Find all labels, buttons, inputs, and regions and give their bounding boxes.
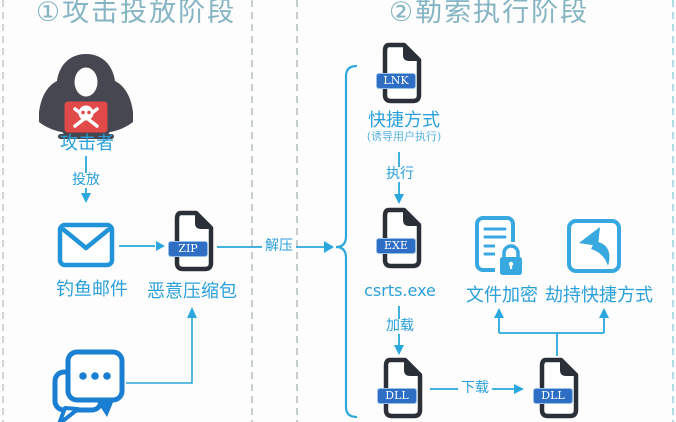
email-label: 钓鱼邮件 <box>56 279 128 300</box>
file-encrypt-icon <box>474 215 528 285</box>
arrowhead-chat-zip <box>187 307 197 318</box>
dll1-badge: DLL <box>377 388 417 404</box>
connector-dll2-split <box>498 318 605 356</box>
hijack-label: 劫持快捷方式 <box>545 285 653 306</box>
chat-icon <box>50 346 132 422</box>
execute-label: 执行 <box>383 166 417 183</box>
arrowhead-to-hijack <box>599 308 609 318</box>
arrowhead-exe-dll <box>394 345 404 355</box>
lnk-sublabel: (诱导用户执行) <box>366 130 442 143</box>
arrowhead-lnk-exe <box>394 194 404 204</box>
load-label: 加载 <box>383 318 417 335</box>
lnk-badge: LNK <box>376 73 416 89</box>
lnk-file-icon: LNK <box>376 42 422 104</box>
group-brace <box>335 64 358 419</box>
dll1-file-icon: DLL <box>377 357 423 419</box>
connector-chat-zip <box>126 318 193 384</box>
arrowhead-attacker-email <box>81 193 91 203</box>
email-icon <box>57 222 115 272</box>
phase1-title: ①攻击投放阶段 <box>35 0 237 28</box>
phase2-title: ②勒索执行阶段 <box>388 0 590 28</box>
zip-file-icon: ZIP <box>168 210 214 272</box>
exe-file-icon: EXE <box>376 207 422 269</box>
dll2-badge: DLL <box>533 388 573 404</box>
encrypt-label: 文件加密 <box>466 285 538 306</box>
zip-label: 恶意压缩包 <box>147 281 237 302</box>
hijack-shortcut-icon <box>566 216 624 282</box>
attacker-label: 攻击者 <box>60 133 114 154</box>
download-label: 下载 <box>458 380 492 397</box>
arrowhead-to-encrypt <box>494 308 504 318</box>
exe-label: csrts.exe <box>364 281 436 300</box>
exe-badge: EXE <box>376 238 416 254</box>
arrowhead-download <box>514 384 524 394</box>
arrowhead-email-zip <box>156 241 165 251</box>
dll2-file-icon: DLL <box>533 357 579 419</box>
lnk-label: 快捷方式 <box>368 110 440 131</box>
decompress-label: 解压 <box>262 238 296 255</box>
arrowhead-decompress <box>324 241 334 253</box>
attacker-icon <box>36 50 136 160</box>
deliver-label: 投放 <box>69 172 103 189</box>
zip-badge: ZIP <box>168 241 208 257</box>
